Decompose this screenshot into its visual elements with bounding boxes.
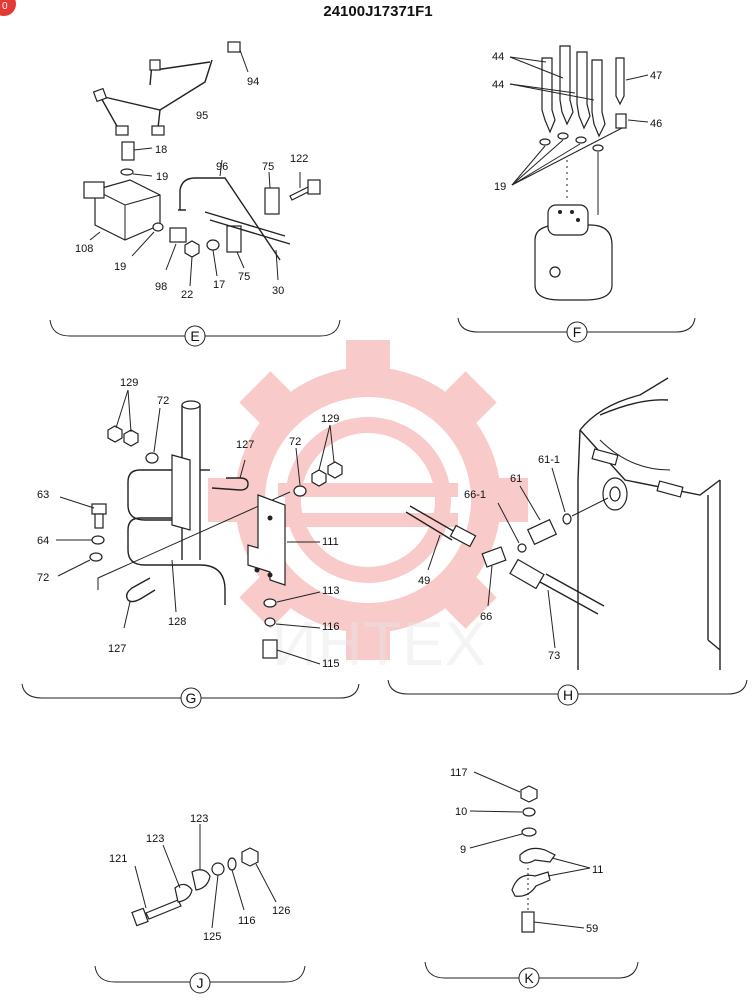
label-10: 10 bbox=[455, 806, 467, 818]
label-19: 19 bbox=[156, 171, 168, 183]
section-f bbox=[534, 45, 627, 301]
label-61-1: 61-1 bbox=[538, 454, 560, 466]
label-30: 30 bbox=[272, 285, 284, 297]
label-129b: 129 bbox=[321, 413, 339, 425]
label-113: 113 bbox=[322, 585, 340, 597]
label-115: 115 bbox=[322, 658, 340, 670]
section-e-labels: 94 95 18 19 96 75 122 108 19 98 22 17 75… bbox=[75, 76, 308, 301]
section-e bbox=[83, 41, 321, 287]
label-127: 127 bbox=[236, 439, 254, 451]
watermark: ИНТЕХ bbox=[208, 340, 528, 679]
label-75: 75 bbox=[262, 161, 274, 173]
section-j bbox=[131, 824, 277, 929]
label-22: 22 bbox=[181, 289, 193, 301]
section-f-letter: F bbox=[573, 324, 582, 340]
section-k-marker: K bbox=[518, 967, 540, 989]
label-117: 117 bbox=[450, 767, 468, 779]
label-111: 111 bbox=[322, 536, 339, 548]
label-64: 64 bbox=[37, 535, 49, 547]
label-49: 49 bbox=[418, 575, 430, 587]
section-j-marker: J bbox=[189, 972, 211, 994]
label-44: 44 bbox=[492, 51, 504, 63]
section-f-labels: 44 44 47 46 19 bbox=[492, 51, 662, 193]
label-116j: 116 bbox=[238, 915, 256, 927]
label-63: 63 bbox=[37, 489, 49, 501]
label-96: 96 bbox=[216, 161, 228, 173]
watermark-text: ИНТЕХ bbox=[272, 610, 487, 679]
label-98: 98 bbox=[155, 281, 167, 293]
label-75b: 75 bbox=[238, 271, 250, 283]
section-k-letter: K bbox=[524, 970, 534, 986]
label-122: 122 bbox=[290, 153, 308, 165]
label-17: 17 bbox=[213, 279, 225, 291]
label-9: 9 bbox=[460, 844, 466, 856]
label-127b: 127 bbox=[108, 643, 126, 655]
section-j-labels: 123 121 123 116 125 126 bbox=[109, 813, 290, 943]
label-72: 72 bbox=[157, 395, 169, 407]
label-129: 129 bbox=[120, 377, 138, 389]
label-72b: 72 bbox=[289, 436, 301, 448]
section-g-labels: 129 72 127 72 129 63 64 72 111 113 116 1… bbox=[37, 377, 340, 670]
label-73: 73 bbox=[548, 650, 560, 662]
section-f-leaders bbox=[509, 56, 649, 186]
section-h-marker: H bbox=[557, 684, 579, 706]
section-k bbox=[469, 771, 591, 933]
label-59: 59 bbox=[586, 923, 598, 935]
label-66-1: 66-1 bbox=[464, 489, 486, 501]
label-108: 108 bbox=[75, 243, 93, 255]
section-e-marker: E bbox=[184, 325, 206, 347]
label-19b: 19 bbox=[114, 261, 126, 273]
watermark-gear-icon bbox=[208, 340, 528, 660]
section-h-labels: 61-1 61 66-1 49 66 73 bbox=[418, 454, 560, 662]
label-19f: 19 bbox=[494, 181, 506, 193]
label-121: 121 bbox=[109, 853, 127, 865]
section-g bbox=[56, 389, 343, 665]
section-h bbox=[405, 377, 721, 670]
label-18: 18 bbox=[155, 144, 167, 156]
label-126: 126 bbox=[272, 905, 290, 917]
section-f-marker: F bbox=[566, 321, 588, 343]
label-66: 66 bbox=[480, 611, 492, 623]
label-11: 11 bbox=[592, 864, 603, 876]
section-h-letter: H bbox=[563, 687, 573, 703]
label-116: 116 bbox=[322, 621, 340, 633]
diagram-title: 24100J17371F1 bbox=[323, 3, 432, 20]
section-j-letter: J bbox=[197, 975, 204, 991]
label-47: 47 bbox=[650, 70, 662, 82]
label-95: 95 bbox=[196, 110, 208, 122]
label-125: 125 bbox=[203, 931, 221, 943]
label-123: 123 bbox=[190, 813, 208, 825]
section-e-letter: E bbox=[190, 328, 199, 344]
label-72c: 72 bbox=[37, 572, 49, 584]
corner-badge: 0 bbox=[0, 0, 16, 16]
label-94: 94 bbox=[247, 76, 259, 88]
label-123b: 123 bbox=[146, 833, 164, 845]
section-k-labels: 117 10 9 11 59 bbox=[450, 767, 603, 935]
label-61: 61 bbox=[510, 473, 522, 485]
label-46: 46 bbox=[650, 118, 662, 130]
section-g-marker: G bbox=[180, 687, 202, 709]
section-g-letter: G bbox=[186, 690, 197, 706]
label-128: 128 bbox=[168, 616, 186, 628]
corner-badge-text: 0 bbox=[2, 1, 8, 12]
label-44b: 44 bbox=[492, 79, 504, 91]
